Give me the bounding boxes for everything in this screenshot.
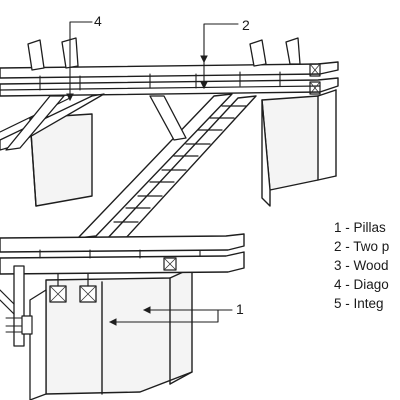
legend-item-1: 1 - Pillas [334,220,386,235]
callout-2: 2 [200,17,250,90]
integrated-post [0,265,33,347]
legend-item-5: 5 - Integ [334,296,384,311]
pillar-back-right [261,89,337,207]
callout-4: 4 [66,13,102,102]
wooden-beam-ends [49,273,97,303]
legend-item-2: 2 - Two p [334,239,389,254]
callout-4-label: 4 [94,13,102,29]
pillar-back-left [29,113,93,207]
back-double-beam [0,61,339,97]
callout-2-label: 2 [242,17,250,33]
central-diagonal-frame [77,93,257,241]
callout-1-label: 1 [236,301,244,317]
legend-item-3: 3 - Wood [334,258,389,273]
legend: 1 - Pillas 2 - Two p 3 - Wood 4 - Diago … [334,220,389,311]
back-joists [39,71,281,91]
back-posts [27,37,301,71]
secondary-diagonal-brace [5,95,187,151]
front-double-beam [0,233,245,275]
callout-1: 1 [108,301,244,326]
legend-item-4: 4 - Diago [334,277,389,292]
